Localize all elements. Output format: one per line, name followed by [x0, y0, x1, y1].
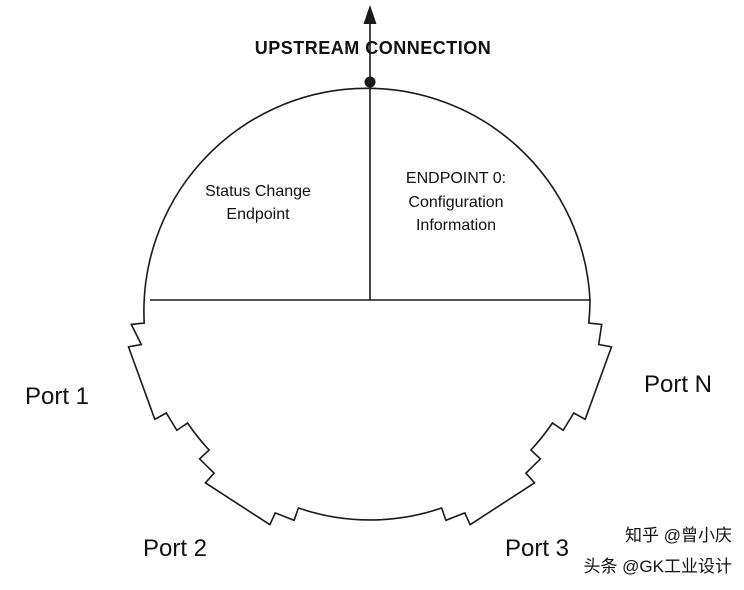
- endpoint0-label-line1: ENDPOINT 0:: [406, 170, 506, 187]
- endpoint0-label-line2: Configuration: [408, 194, 503, 211]
- port-2-label: Port 2: [143, 535, 207, 562]
- watermark-toutiao: 头条 @GK工业设计: [583, 557, 732, 576]
- port-3-label: Port 3: [505, 535, 569, 562]
- connection-dot-icon: [364, 76, 376, 88]
- status-change-endpoint-label-line1: Status Change: [205, 183, 311, 200]
- port-1-label: Port 1: [25, 383, 89, 410]
- port-n-label: Port N: [644, 371, 712, 398]
- status-change-endpoint-label-line2: Endpoint: [226, 206, 290, 223]
- upstream-connection-title: UPSTREAM CONNECTION: [255, 38, 492, 58]
- hub-outline: [127, 87, 613, 526]
- watermark-zhihu: 知乎 @曾小庆: [625, 526, 732, 545]
- upstream-arrow-icon: [363, 5, 377, 24]
- endpoint0-label-line3: Information: [416, 217, 496, 234]
